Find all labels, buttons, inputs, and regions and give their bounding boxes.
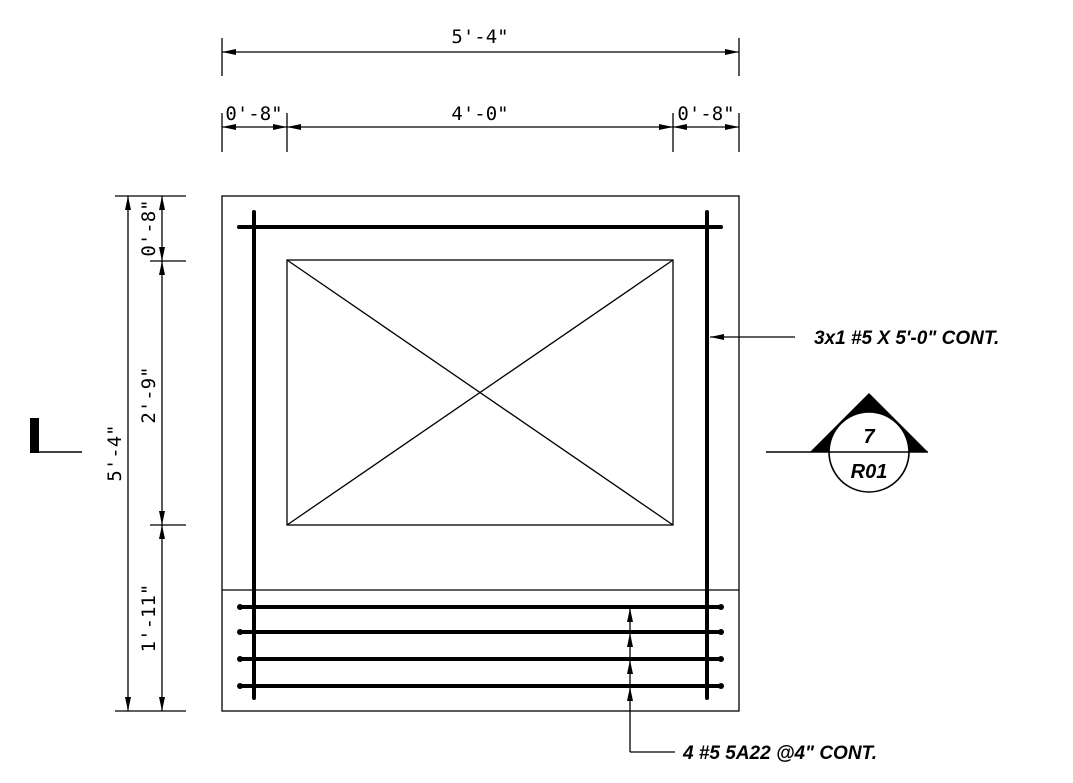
section-tag: 7 R01 [766,393,928,493]
section-number: 7 [863,426,875,448]
opening [286,259,674,526]
opening-width-label: 4'-0" [451,103,508,125]
opening-height-label: 2'-9" [138,366,160,423]
segment-width-dimensions: 0'-8" 4'-0" 0'-8" [221,103,740,152]
footing-outline [221,195,740,712]
height-dimensions: 5'-4" 0'-8" 2'-9" 1'-11" [104,195,186,712]
horizontal-bars-note: 4 #5 5A22 @4" CONT. [682,743,877,764]
top-offset-label: 0'-8" [138,199,160,256]
overall-height-label: 5'-4" [104,424,126,481]
vertical-bars-note: 3x1 #5 X 5'-0" CONT. [814,328,999,349]
vertical-bars-callout: 3x1 #5 X 5'-0" CONT. [710,328,999,349]
horizontal-bars-callout: 4 #5 5A22 @4" CONT. [627,608,877,764]
overall-width-label: 5'-4" [451,26,508,48]
overall-width-dimension: 5'-4" [221,26,740,76]
section-cut-mark [30,418,82,453]
left-offset-label: 0'-8" [225,103,282,125]
rebar [237,210,724,700]
right-offset-label: 0'-8" [677,103,734,125]
section-sheet: R01 [851,461,888,483]
bottom-segment-label: 1'-11" [138,584,160,653]
